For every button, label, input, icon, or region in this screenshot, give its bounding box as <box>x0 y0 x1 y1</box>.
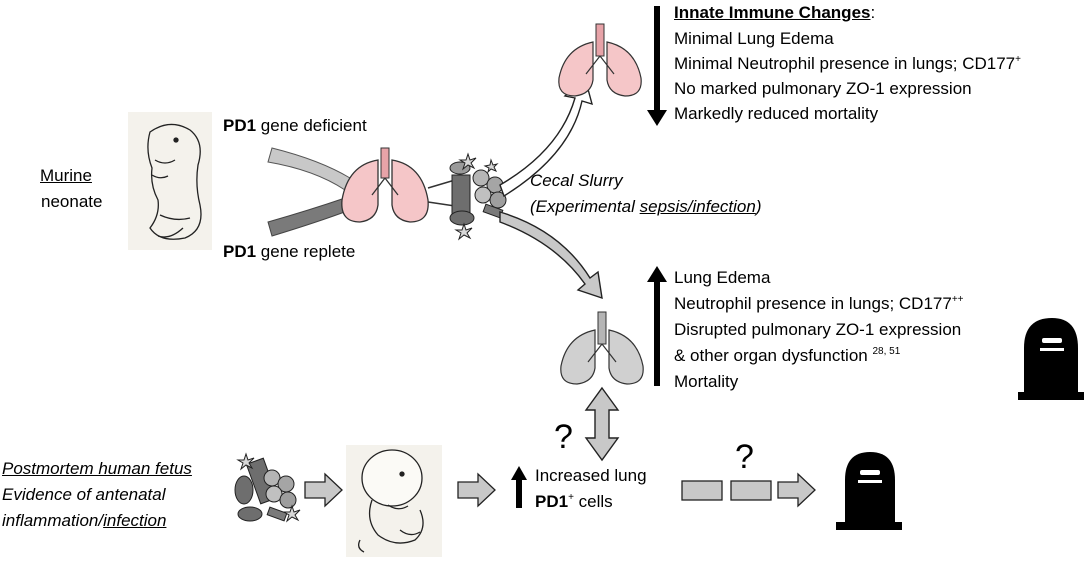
bottom-item-0: Lung Edema <box>674 266 770 290</box>
cecal-underlined: sepsis/infection <box>639 197 756 216</box>
pd1-cells-bold: PD1 <box>535 492 569 511</box>
human-fetus-icon <box>346 445 442 557</box>
pd1-cells-rest: cells <box>573 492 613 511</box>
bottom-item-0-text: Lung Edema <box>674 268 771 287</box>
pd1-replete-gene: PD1 <box>223 242 257 261</box>
bottom-item-1-sup: ++ <box>951 294 964 305</box>
replete-input-arrow <box>267 197 351 237</box>
fetal-tombstone-icon <box>836 452 902 530</box>
top-item-0: Minimal Lung Edema <box>674 27 834 51</box>
top-item-3: Markedly reduced mortality <box>674 102 878 126</box>
neonate-mouse-icon <box>128 112 212 250</box>
pd1-cells-label: PD1+ cells <box>535 490 613 514</box>
top-item-1-sup: + <box>1015 54 1021 65</box>
pink-lungs-icon <box>558 23 642 97</box>
cecal-suffix: ) <box>755 197 762 216</box>
pathway-arrow <box>777 472 816 508</box>
increased-pd1-arrow-icon <box>511 466 527 508</box>
fetus-output-arrow <box>457 472 496 508</box>
question-mark-2: ? <box>735 438 754 476</box>
cecal-prefix: (Experimental <box>530 197 640 216</box>
fetus-input-arrow <box>304 472 343 508</box>
bottom-item-3-text: & other organ dysfunction <box>674 346 873 365</box>
replete-outcome-arrow <box>499 211 603 300</box>
bottom-item-2: Disrupted pulmonary ZO-1 expression <box>674 318 961 342</box>
bottom-item-1: Neutrophil presence in lungs; CD177++ <box>674 292 964 316</box>
innate-heading-text: Innate Immune Changes <box>674 3 871 22</box>
top-item-1-text: Minimal Neutrophil presence in lungs; CD… <box>674 54 1016 73</box>
innate-heading: Innate Immune Changes: <box>674 1 875 25</box>
tombstone-icon <box>1018 318 1084 400</box>
pd1-deficient-text: gene deficient <box>256 116 367 135</box>
decrease-arrow-icon <box>647 6 667 126</box>
top-item-2-text: No marked pulmonary ZO-1 expression <box>674 79 972 98</box>
bottom-item-3: & other organ dysfunction 28, 51 <box>674 344 900 368</box>
antenatal-label: Evidence of antenatal <box>2 485 166 504</box>
pd1-deficient-label: PD1 gene deficient <box>223 114 367 138</box>
innate-heading-colon: : <box>870 3 876 22</box>
bottom-item-1-text: Neutrophil presence in lungs; CD177 <box>674 294 952 313</box>
bottom-item-3-sup: 28, 51 <box>872 346 901 357</box>
pathway-box-2 <box>730 480 772 501</box>
lung-to-slurry-upper <box>427 179 456 189</box>
inflammation-underlined: infection <box>103 511 167 530</box>
pd1-replete-label: PD1 gene replete <box>223 240 355 264</box>
murine-label: Murine <box>40 166 92 185</box>
pd1-deficient-gene: PD1 <box>223 116 257 135</box>
top-item-3-text: Markedly reduced mortality <box>674 104 879 123</box>
top-item-0-text: Minimal Lung Edema <box>674 29 834 48</box>
inflammation-prefix: inflammation/ <box>2 511 104 530</box>
bidirectional-arrow <box>584 386 620 462</box>
cecal-slurry-sublabel: (Experimental sepsis/infection) <box>530 195 762 219</box>
bottom-item-2-text: Disrupted pulmonary ZO-1 expression <box>674 320 962 339</box>
pd1-cells-sup: + <box>568 492 574 503</box>
pathway-box-1 <box>681 480 723 501</box>
bottom-item-4: Mortality <box>674 370 738 394</box>
pd1-replete-text: gene replete <box>256 242 356 261</box>
cecal-slurry-cluster-icon <box>449 152 507 241</box>
cecal-slurry-label: Cecal Slurry <box>530 171 623 190</box>
human-fetus-label: Postmortem human fetus <box>2 459 192 478</box>
top-item-1: Minimal Neutrophil presence in lungs; CD… <box>674 52 1021 76</box>
bottom-item-4-text: Mortality <box>674 372 739 391</box>
central-lungs-icon <box>341 147 429 223</box>
lung-to-slurry-lower <box>427 201 456 207</box>
question-mark-1: ? <box>554 418 573 456</box>
top-item-2: No marked pulmonary ZO-1 expression <box>674 77 972 101</box>
inflammation-label: inflammation/infection <box>2 509 166 533</box>
fetal-inflammation-cluster-icon <box>234 452 301 523</box>
gray-lungs-icon <box>560 311 644 385</box>
neonate-label: neonate <box>41 192 103 211</box>
deficient-input-arrow <box>267 147 351 191</box>
increase-arrow-icon <box>647 266 667 386</box>
increased-lung-label: Increased lung <box>535 466 647 485</box>
